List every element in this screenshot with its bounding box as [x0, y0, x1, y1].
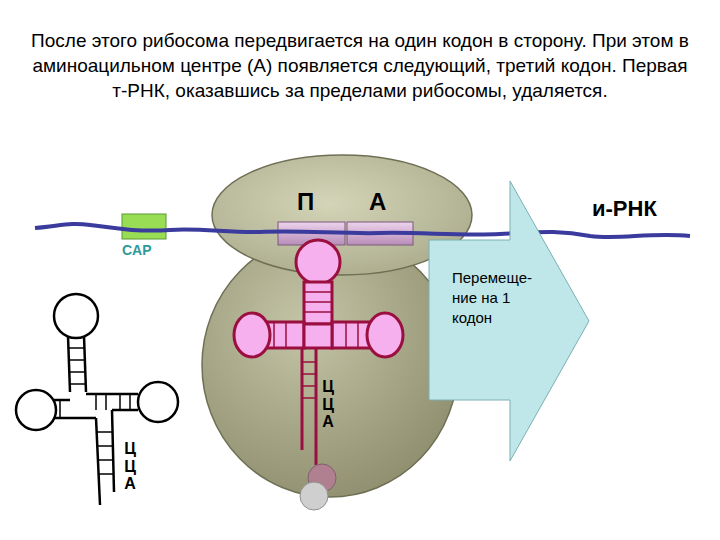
mrna-label: и-РНК: [592, 196, 657, 222]
trna-rungs: [60, 348, 130, 474]
trna-free: [16, 294, 178, 505]
trna-bound: [234, 240, 403, 465]
move-arrow: Перемеще- ние на 1 кодон: [428, 180, 590, 462]
mrna-strand: [35, 224, 690, 237]
acceptor-end: ЦЦА: [122, 440, 138, 493]
cap-label: CAP: [122, 242, 152, 258]
large-subunit: [202, 233, 458, 497]
title-text: После этого рибосома передвигается на од…: [30, 28, 690, 103]
acceptor-end: ЦЦА: [320, 378, 336, 431]
site-letter: А: [369, 188, 386, 216]
amino-acid: [300, 482, 328, 510]
cap-box: [122, 214, 166, 239]
arrow-label: Перемеще- ние на 1 кодон: [452, 268, 552, 328]
site-letter: П: [297, 188, 314, 216]
